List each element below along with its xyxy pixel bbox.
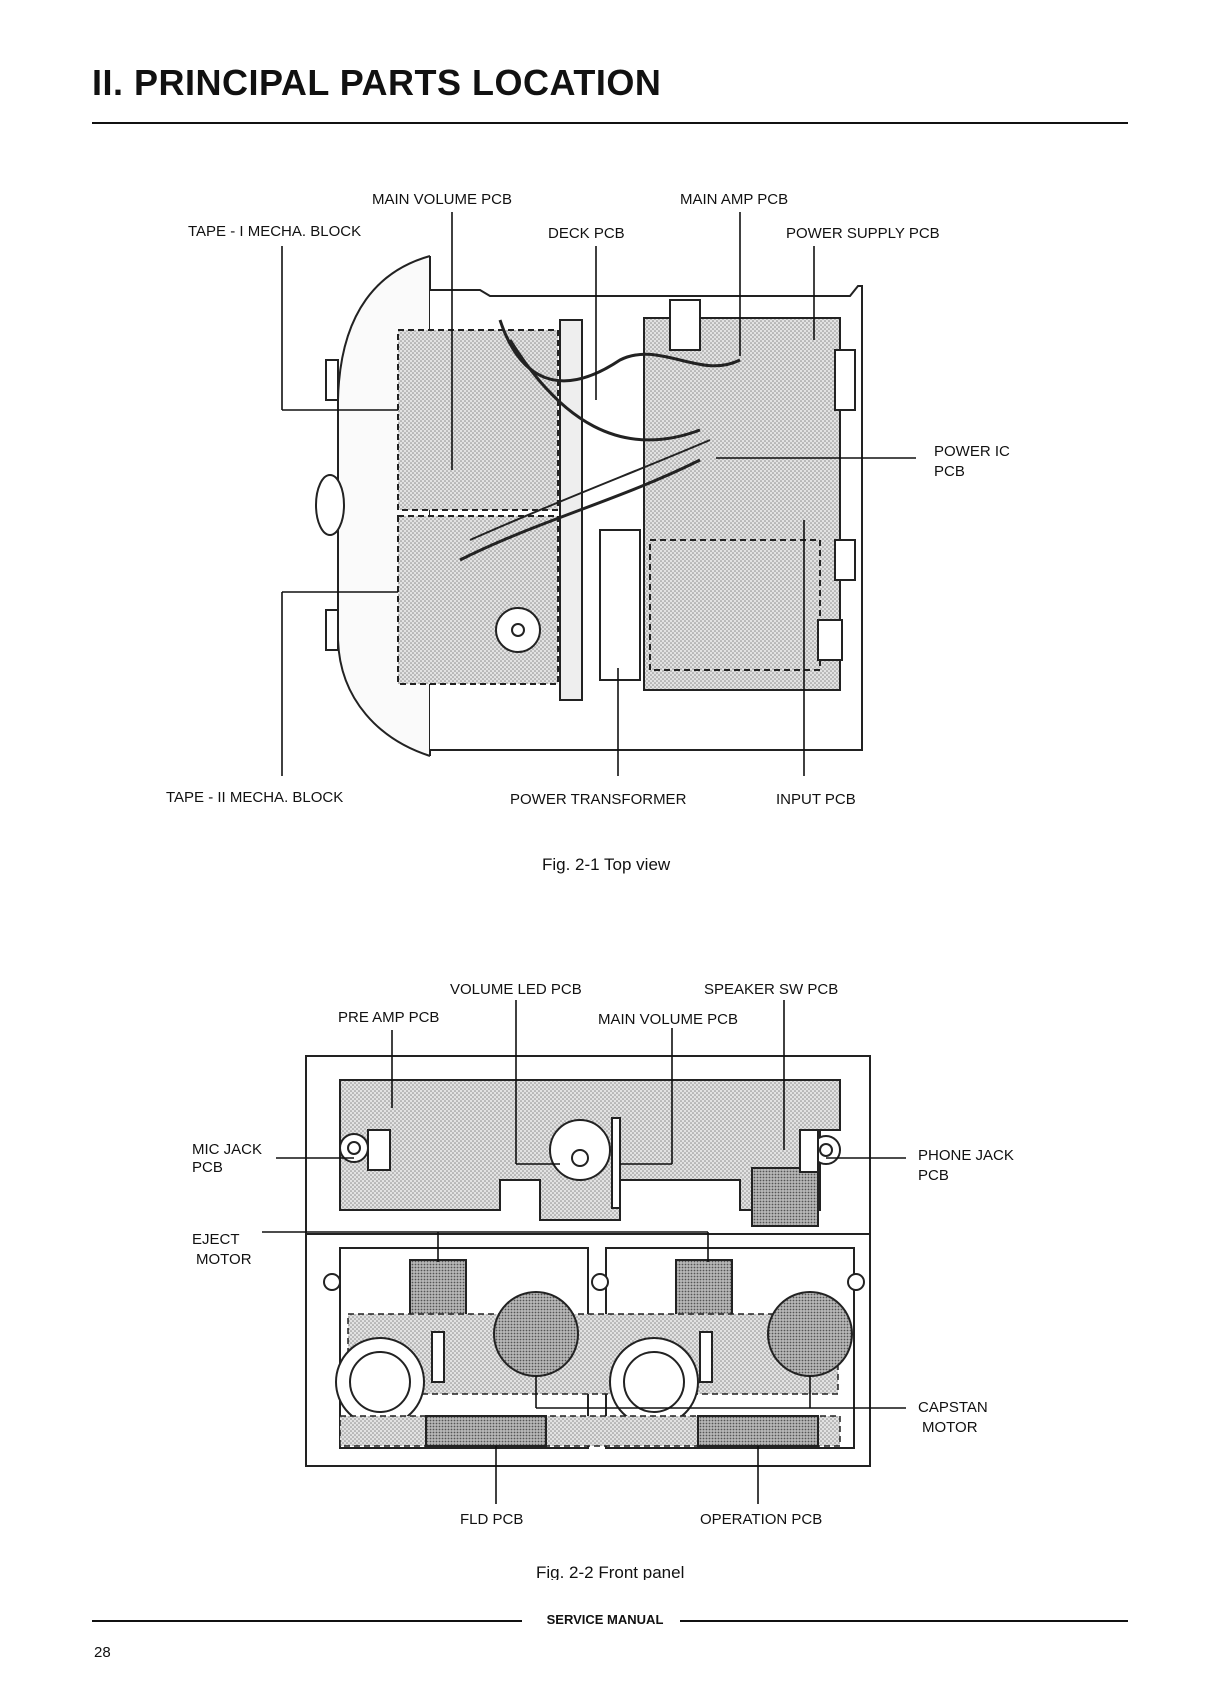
figure-caption-front-panel: Fig. 2-2 Front panel: [536, 1563, 684, 1580]
label-power-ic-pcb-line1: POWER IC: [934, 443, 1010, 460]
label-main-amp-pcb: MAIN AMP PCB: [680, 191, 788, 208]
label-eject-motor-line2: MOTOR: [196, 1251, 252, 1268]
label-volume-led-pcb: VOLUME LED PCB: [450, 981, 582, 998]
footer-title: SERVICE MANUAL: [546, 1612, 664, 1627]
label-power-ic-pcb-line2: PCB: [934, 463, 965, 480]
top-view-leaders: [281, 212, 916, 776]
label-mic-jack-line1: MIC JACK: [192, 1141, 262, 1158]
label-input-pcb: INPUT PCB: [776, 791, 856, 808]
label-tape2-mecha-block: TAPE - II MECHA. BLOCK: [166, 789, 343, 806]
label-main-volume-pcb: MAIN VOLUME PCB: [372, 191, 512, 208]
label-phone-jack-line2: PCB: [918, 1167, 949, 1184]
front-panel-drawing: [305, 1055, 871, 1467]
page-title: II. PRINCIPAL PARTS LOCATION: [92, 62, 662, 103]
title-rule: [92, 122, 1128, 124]
label-operation-pcb: OPERATION PCB: [700, 1511, 822, 1528]
footer-rule-left: [92, 1620, 522, 1622]
label-phone-jack-line1: PHONE JACK: [918, 1147, 1014, 1164]
label-capstan-motor-line2: MOTOR: [922, 1419, 978, 1436]
label-mic-jack-line2: PCB: [192, 1159, 223, 1176]
figure-caption-top-view: Fig. 2-1 Top view: [542, 855, 671, 874]
top-view-drawing: [315, 255, 863, 757]
label-eject-motor-line1: EJECT: [192, 1231, 240, 1248]
label-deck-pcb: DECK PCB: [548, 225, 625, 242]
label-tape1-mecha-block: TAPE - I MECHA. BLOCK: [188, 223, 361, 240]
front-panel-leaders: [262, 1000, 906, 1504]
label-power-transformer: POWER TRANSFORMER: [510, 791, 687, 808]
footer-rule-right: [680, 1620, 1128, 1622]
page-number: 28: [94, 1644, 111, 1661]
label-pre-amp-pcb: PRE AMP PCB: [338, 1009, 439, 1026]
label-fld-pcb: FLD PCB: [460, 1511, 523, 1528]
label-speaker-sw-pcb: SPEAKER SW PCB: [704, 981, 838, 998]
label-main-volume-pcb-2: MAIN VOLUME PCB: [598, 1011, 738, 1028]
front-panel-figure: VOLUME LED PCB SPEAKER SW PCB PRE AMP PC…: [192, 981, 1014, 1580]
label-power-supply-pcb: POWER SUPPLY PCB: [786, 225, 940, 242]
top-view-figure: MAIN VOLUME PCB MAIN AMP PCB TAPE - I ME…: [166, 191, 1010, 874]
label-capstan-motor-line1: CAPSTAN: [918, 1399, 988, 1416]
